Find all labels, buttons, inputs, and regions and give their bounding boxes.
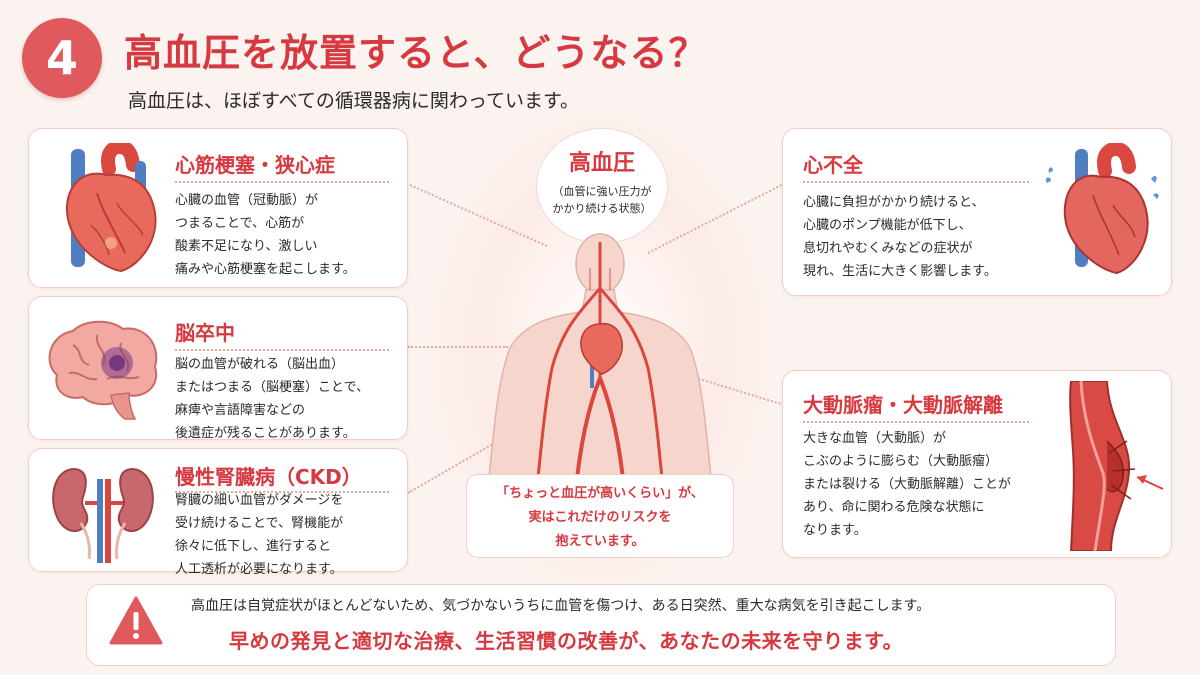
page-subtitle: 高血圧は、ほぼすべての循環器病に関わっています。 [128,90,580,112]
risk-quote-box: 「ちょっと血圧が高いくらい」が、 実はこれだけのリスクを 抱えています。 [466,474,734,558]
page-title: 高血圧を放置すると、どうなる？ [124,31,708,75]
card-chronic-kidney-disease: 慢性腎臓病（CKD） 腎臓の細い血管がダメージを 受け続けることで、腎機能が 徐… [28,448,408,577]
hypertension-bubble: 高血圧 （血管に強い圧力が かかり続ける状態） [536,128,668,244]
card-heart-failure: 心不全 心臓に負担がかかり続けると、 心臓のポンプ機能が低下し、 息切れやむくみ… [782,128,1172,296]
body-circulation-illustration [487,233,713,488]
card-description: 大きな血管（大動脈）が こぶのように膨らむ（大動脈瘤） または裂ける（大動脈解離… [803,431,1012,538]
warning-emphasis: 早めの発見と適切な治療、生活習慣の改善が、あなたの未来を守ります。 [229,629,904,653]
brain-icon [48,320,158,420]
heart-icon [66,143,157,273]
card-title: 心筋梗塞・狭心症 [175,153,335,177]
card-divider [175,491,389,493]
center-title: 高血圧 [568,151,635,176]
card-divider [175,349,389,351]
card-divider [803,181,1029,183]
kidney-icon [52,467,154,563]
card-description: 腎臓の細い血管がダメージを 受け続けることで、腎機能が 徐々に低下し、進行すると… [175,493,344,577]
warning-text: 高血圧は自覚症状がほとんどないため、気づかないうちに血管を傷つけ、ある日突然、重… [191,598,931,614]
card-description: 心臓に負担がかかり続けると、 心臓のポンプ機能が低下し、 息切れやむくみなどの症… [803,195,997,279]
tired-heart-icon [1045,143,1159,275]
card-title: 脳卒中 [175,321,235,345]
card-description: 心臓の血管（冠動脈）が つまることで、心筋が 酸素不足になり、激しい 痛みや心筋… [175,193,356,277]
card-title: 大動脈瘤・大動脈解離 [803,393,1003,417]
connector-stroke [408,346,508,348]
card-stroke: 脳卒中 脳の血管が破れる（脳出血） またはつまる（脳梗塞）ことで、 麻痺や言語障… [28,296,408,441]
center-description: （血管に強い圧力が かかり続ける状態） [552,185,652,215]
card-description: 脳の血管が破れる（脳出血） またはつまる（脳梗塞）ことで、 麻痺や言語障害などの… [175,357,370,441]
card-divider [803,421,1029,423]
aorta-icon [1069,381,1164,551]
card-divider [175,181,389,183]
card-title: 慢性腎臓病（CKD） [175,465,362,489]
warning-icon [109,596,163,645]
section-number-badge: 4 [22,18,102,98]
card-aortic-aneurysm-dissection: 大動脈瘤・大動脈解離 大きな血管（大動脈）が こぶのように膨らむ（大動脈瘤） ま… [782,370,1172,558]
card-myocardial-infarction: 心筋梗塞・狭心症 心臓の血管（冠動脈）が つまることで、心筋が 酸素不足になり、… [28,128,408,288]
warning-banner: 高血圧は自覚症状がほとんどないため、気づかないうちに血管を傷つけ、ある日突然、重… [86,584,1116,666]
card-title: 心不全 [803,153,863,177]
